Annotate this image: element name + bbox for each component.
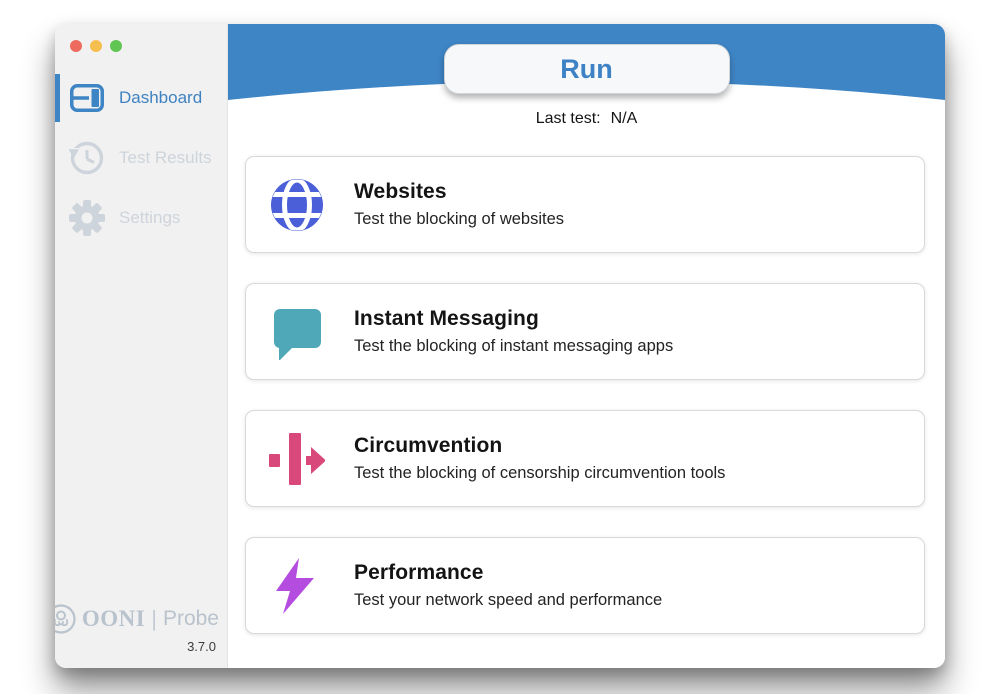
sidebar-nav: Dashboard Test Results xyxy=(55,74,227,240)
card-instant-messaging[interactable]: Instant Messaging Test the blocking of i… xyxy=(245,283,925,380)
sidebar-item-settings[interactable]: Settings xyxy=(55,196,227,240)
sidebar-item-test-results[interactable]: Test Results xyxy=(55,136,227,180)
last-test-value: N/A xyxy=(610,110,638,127)
sidebar-item-label: Test Results xyxy=(119,148,212,167)
card-subtitle: Test the blocking of websites xyxy=(354,210,565,228)
zoom-window-button[interactable] xyxy=(110,40,122,52)
minimize-window-button[interactable] xyxy=(90,40,102,52)
sidebar-item-label: Settings xyxy=(119,208,181,227)
card-title: Instant Messaging xyxy=(354,307,539,330)
logo-brand-text: OONI xyxy=(81,606,146,631)
main-content: Run Last test: N/A xyxy=(228,24,945,668)
gear-icon xyxy=(68,199,106,237)
card-circumvention[interactable]: Circumvention Test the blocking of censo… xyxy=(245,410,925,507)
last-test-label: Last test: xyxy=(535,110,601,127)
header-band: Run xyxy=(228,24,945,108)
branding: OONI | Probe 3.7.0 xyxy=(55,604,227,654)
card-text: Performance Test your network speed and … xyxy=(354,561,662,610)
sidebar-item-dashboard[interactable]: Dashboard xyxy=(55,74,227,122)
ooni-probe-logo: OONI | Probe xyxy=(55,604,227,634)
card-title: Circumvention xyxy=(354,434,503,457)
ooni-probe-window: Dashboard Test Results xyxy=(55,24,945,668)
run-button[interactable]: Run xyxy=(443,44,730,94)
card-subtitle: Test the blocking of instant messaging a… xyxy=(354,337,674,355)
globe-icon xyxy=(269,177,325,233)
sidebar-item-label: Dashboard xyxy=(119,88,203,107)
test-card-list: Websites Test the blocking of websites I… xyxy=(228,128,945,634)
arrow-through-wall-icon xyxy=(269,431,326,487)
card-title: Websites xyxy=(354,180,447,203)
dashboard-icon xyxy=(68,84,106,112)
ooni-octopus-logo-icon xyxy=(55,604,76,634)
card-text: Instant Messaging Test the blocking of i… xyxy=(354,307,673,356)
card-title: Performance xyxy=(354,561,484,584)
lightning-bolt-icon xyxy=(269,557,325,614)
history-icon xyxy=(68,139,106,177)
logo-product-text: Probe xyxy=(162,607,219,630)
chat-bubble-icon xyxy=(269,304,325,361)
card-text: Websites Test the blocking of websites xyxy=(354,180,564,229)
logo-divider: | xyxy=(151,606,157,631)
card-websites[interactable]: Websites Test the blocking of websites xyxy=(245,156,925,253)
sidebar: Dashboard Test Results xyxy=(55,24,228,668)
close-window-button[interactable] xyxy=(70,40,82,52)
card-text: Circumvention Test the blocking of censo… xyxy=(354,434,725,483)
app-version: 3.7.0 xyxy=(187,639,216,654)
card-subtitle: Test your network speed and performance xyxy=(354,591,663,609)
last-test-status: Last test: N/A xyxy=(228,110,945,128)
card-subtitle: Test the blocking of censorship circumve… xyxy=(354,464,726,482)
window-controls xyxy=(55,24,227,54)
card-performance[interactable]: Performance Test your network speed and … xyxy=(245,537,925,634)
active-indicator xyxy=(55,74,60,122)
